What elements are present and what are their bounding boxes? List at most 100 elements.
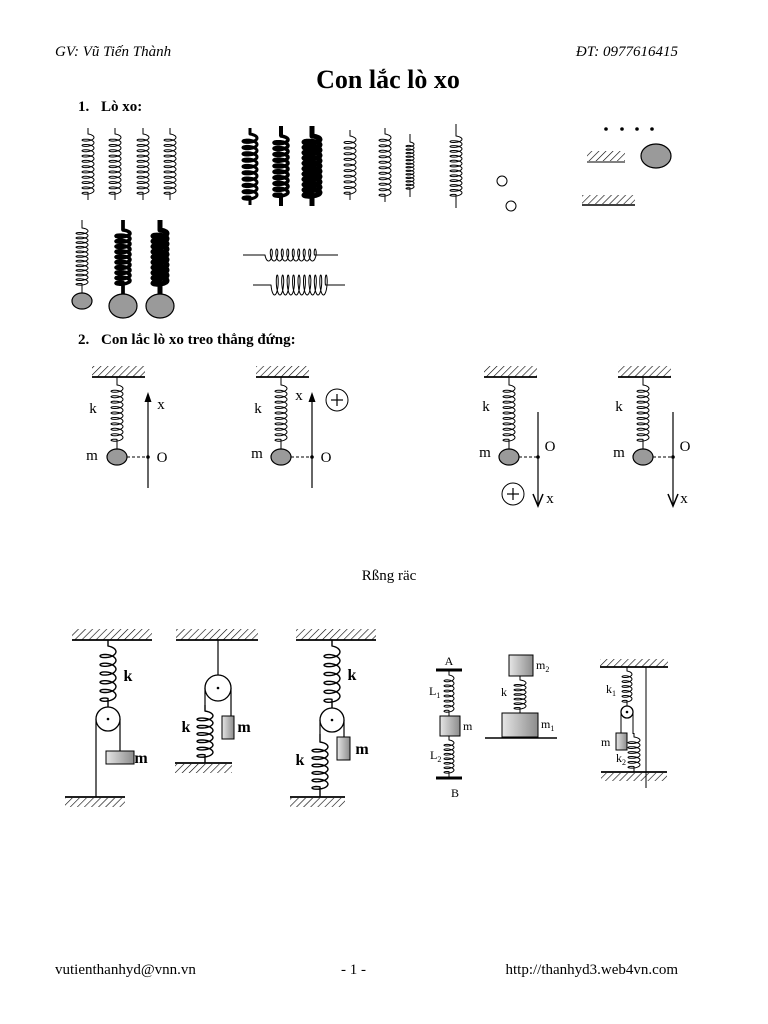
mass-m1-label: m1 — [541, 717, 554, 733]
support-a-label: A — [445, 654, 454, 668]
spring-l-letter: L — [430, 748, 437, 762]
spring-l2-label: L2 — [430, 748, 441, 764]
mass-label: m — [251, 446, 263, 462]
small-ring — [496, 175, 508, 187]
pendulum-2-spring — [274, 377, 288, 449]
pulley-1-ceiling-hatch — [72, 629, 152, 640]
footer-email: vutienthanhyd@vnn.vn — [55, 962, 196, 978]
pulley-2-floor-hatch — [175, 764, 232, 773]
pulley-2-spring — [196, 705, 214, 763]
spring-k-letter: k — [606, 682, 612, 696]
stacked-mass-system-labels: m2 k m1 — [501, 658, 554, 733]
footer-page-number: - 1 - — [341, 962, 366, 978]
spring-constant-label: k — [124, 668, 133, 685]
spring-constant-label: k — [615, 399, 623, 415]
thin-spring-5 — [343, 130, 357, 200]
pulley-system-1-labels: k m — [124, 668, 149, 767]
heavy-ball — [640, 143, 672, 169]
axis-x-label: x — [157, 397, 165, 413]
pendulum-3-ceiling-hatch — [484, 366, 537, 377]
pendulum-2-axis-arrowhead — [308, 392, 316, 402]
subscript-1: 1 — [436, 691, 440, 700]
axis-x-label: x — [295, 388, 303, 404]
pendulum-1-mass — [106, 448, 128, 466]
mass-letter: m — [541, 717, 551, 731]
hanging-spring-thick-1 — [114, 220, 132, 294]
subscript-2: 2 — [545, 665, 549, 674]
dot — [620, 127, 624, 131]
origin-label: O — [680, 439, 691, 455]
pendulum-4-axis-arrowhead — [667, 493, 679, 508]
spring-constant-label: k — [254, 401, 262, 417]
pulley-2-ceiling-hatch — [176, 629, 258, 640]
pulley-system-2-labels: k m — [182, 719, 252, 736]
section-number: 2. — [78, 332, 90, 348]
spring-constant-label: k — [89, 401, 97, 417]
mass-m2-label: m2 — [536, 658, 549, 674]
dot — [604, 127, 608, 131]
phone-number: ĐT: 0977616415 — [575, 44, 678, 60]
mass-letter: m — [536, 658, 546, 672]
pendulum-1-ceiling-hatch — [92, 366, 145, 377]
pendulum-2-labels: k m x O — [251, 388, 331, 466]
hanging-ball-large — [108, 293, 138, 319]
spring-constant-label: k — [482, 399, 490, 415]
thin-spring-2 — [108, 128, 122, 200]
section-title: Con lắc lò xo treo thẳng đứng: — [101, 332, 296, 348]
pulley-2-wheel-hub — [216, 686, 220, 690]
spring-l2 — [443, 736, 455, 777]
dot — [650, 127, 654, 131]
subscript-2: 2 — [437, 755, 441, 764]
footer-website: http://thanhyd3.web4vn.com — [505, 962, 678, 978]
pendulum-4-labels: k m O x — [613, 399, 690, 507]
pendulum-2-positive-direction-sign — [325, 388, 349, 412]
spring-k1-label: k1 — [606, 682, 616, 698]
floor-strip-hatch — [582, 195, 635, 204]
axis-x-label: x — [546, 491, 554, 507]
lower-spring-constant-label: k — [296, 752, 305, 769]
connecting-spring — [513, 676, 527, 713]
hanging-ball-small — [71, 292, 93, 310]
mass-label: m — [134, 750, 148, 767]
pendulum-3-spring — [502, 377, 516, 449]
spring-constant-label: k — [501, 685, 507, 699]
spring-k-letter: k — [616, 751, 622, 765]
hanging-ball-large — [145, 293, 175, 319]
section-title: Lò xo: — [101, 99, 143, 115]
mass-label: m — [613, 445, 625, 461]
thin-spring-4 — [163, 128, 177, 200]
section-1-heading: 1.Lò xo: — [78, 98, 142, 116]
thin-spring-6 — [378, 128, 392, 202]
mass-label: m — [479, 445, 491, 461]
pendulum-1-axis-arrowhead — [144, 392, 152, 402]
pendulum-3-positive-direction-sign — [501, 482, 525, 506]
pulley-3-lower-spring — [311, 734, 329, 797]
pendulum-1-labels: k m x O — [86, 397, 167, 466]
pulley-4-floor-hatch — [601, 773, 667, 781]
thick-spring-1 — [241, 128, 259, 205]
pendulum-4-mass — [632, 448, 654, 466]
spring-k2 — [627, 733, 641, 772]
pendulum-4-spring — [636, 377, 650, 449]
middle-mass — [439, 715, 461, 737]
support-b-label: B — [451, 786, 459, 800]
mass-label: m — [355, 741, 369, 758]
subscript-2: 2 — [622, 758, 626, 767]
pendulum-3-mass — [498, 448, 520, 466]
pendulum-1-spring — [110, 377, 124, 449]
pendulum-4-ceiling-hatch — [618, 366, 671, 377]
pulley-system-4-labels: k1 m k2 — [601, 682, 626, 767]
thin-spring-1 — [81, 128, 95, 200]
pulley-1-spring — [99, 640, 117, 707]
mass-label: m — [237, 719, 251, 736]
pulley-caption: Rßng räc — [361, 568, 417, 584]
pulley-1-wheel-hub — [106, 717, 110, 721]
spring-l-letter: L — [429, 684, 436, 698]
mass-label: m — [86, 448, 98, 464]
pendulum-3-axis-arrowhead — [532, 493, 544, 508]
spring-l1 — [443, 671, 455, 716]
spring-constant-label: k — [182, 719, 191, 736]
origin-label: O — [157, 450, 168, 466]
pulley-3-wheel-hub — [330, 718, 334, 722]
